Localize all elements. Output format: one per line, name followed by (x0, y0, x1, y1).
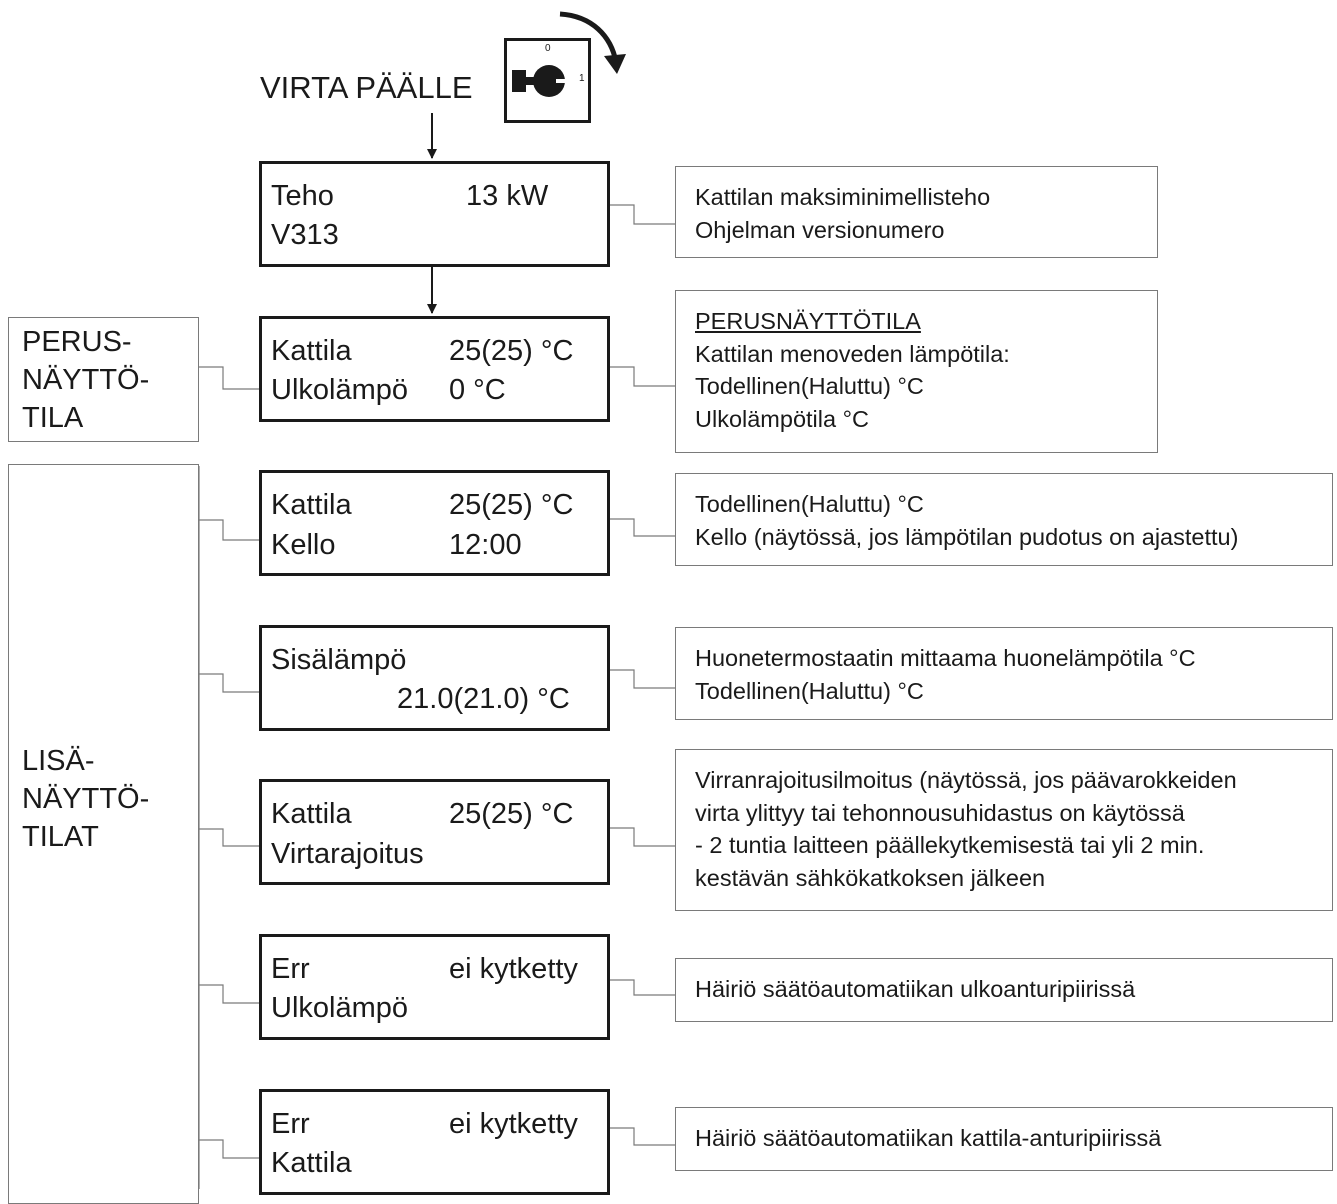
switch-knob-icon (512, 65, 568, 97)
display-line1-left: Kattila (271, 798, 352, 830)
display-line1-left: Err (271, 1108, 310, 1140)
display-line1-right: 13 kW (466, 180, 549, 212)
extra-modes-label: LISÄ- NÄYTTÖ- TILAT (8, 464, 199, 1204)
display-line2-right: 12:00 (449, 529, 522, 561)
display-line2-left: Ulkolämpö (271, 374, 408, 406)
basic-mode-label: PERUS- NÄYTTÖ- TILA (8, 317, 199, 442)
note-current-limit: Virranrajoitusilmoitus (näytössä, jos pä… (675, 749, 1333, 911)
note-basic-mode: PERUSNÄYTTÖTILA Kattilan menoveden lämpö… (675, 290, 1158, 453)
display-indoor: Sisälämpö 21.0(21.0) °C (259, 625, 610, 731)
switch-mark-on: 1 (579, 73, 585, 84)
switch-mark-off: 0 (545, 43, 551, 54)
display-line2-left: Kattila (271, 1147, 352, 1179)
display-line1-left: Teho (271, 180, 334, 212)
display-line1-right: ei kytketty (449, 953, 578, 985)
display-err-boiler: Err ei kytketty Kattila (259, 1089, 610, 1195)
note-indoor: Huonetermostaatin mittaama huonelämpötil… (675, 627, 1333, 720)
display-line1-left: Kattila (271, 489, 352, 521)
display-line2-right: 0 °C (449, 374, 506, 406)
display-basic: Kattila 25(25) °C Ulkolämpö 0 °C (259, 316, 610, 422)
display-line1-right: 25(25) °C (449, 335, 574, 367)
note-err-outdoor: Häiriö säätöautomatiikan ulkoanturipiiri… (675, 958, 1333, 1022)
note-heading: PERUSNÄYTTÖTILA (695, 308, 921, 334)
note-clock: Todellinen(Haluttu) °C Kello (näytössä, … (675, 473, 1333, 566)
note-power-version: Kattilan maksiminimellisteho Ohjelman ve… (675, 166, 1158, 258)
display-clock: Kattila 25(25) °C Kello 12:00 (259, 470, 610, 576)
display-line2-left: Kello (271, 529, 336, 561)
power-on-label: VIRTA PÄÄLLE (260, 70, 473, 105)
display-current-limit: Kattila 25(25) °C Virtarajoitus (259, 779, 610, 885)
display-line1-left: Sisälämpö (271, 644, 407, 676)
display-line2-left: Virtarajoitus (271, 838, 424, 870)
display-line1-right: ei kytketty (449, 1108, 578, 1140)
display-line1-right: 25(25) °C (449, 489, 574, 521)
display-line2-left: Ulkolämpö (271, 992, 408, 1024)
note-err-boiler: Häiriö säätöautomatiikan kattila-anturip… (675, 1107, 1333, 1171)
display-err-outdoor: Err ei kytketty Ulkolämpö (259, 934, 610, 1040)
main-power-switch[interactable]: 0 1 (504, 38, 591, 123)
display-line1-right: 25(25) °C (449, 798, 574, 830)
display-line2-right: 21.0(21.0) °C (397, 683, 570, 715)
display-line1-left: Kattila (271, 335, 352, 367)
display-line2-left: V313 (271, 219, 339, 251)
display-power-version: Teho 13 kW V313 (259, 161, 610, 267)
rotation-arrow-icon (559, 11, 619, 63)
display-line1-left: Err (271, 953, 310, 985)
